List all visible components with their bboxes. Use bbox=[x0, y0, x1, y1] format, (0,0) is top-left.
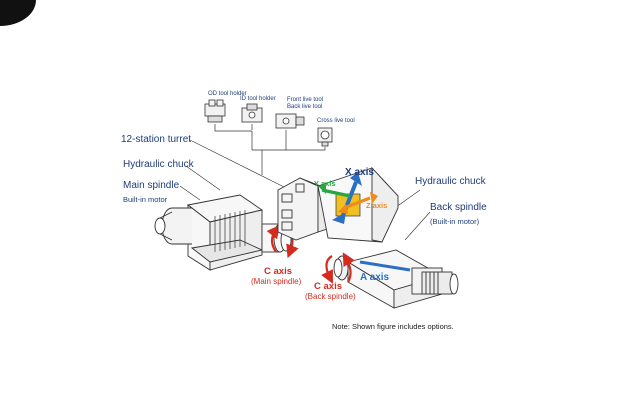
turret-label: 12-station turret bbox=[121, 134, 192, 145]
options-note: Note: Shown figure includes options. bbox=[332, 322, 454, 331]
main-builtin-motor-label: Built-in motor bbox=[123, 195, 168, 204]
c-axis-back-arrow bbox=[321, 252, 356, 284]
back-builtin-motor-label: (Built-in motor) bbox=[430, 217, 480, 226]
cross-live-tool-icon bbox=[317, 127, 333, 147]
main-spindle-label: Main spindle bbox=[123, 180, 180, 191]
main-hydraulic-chuck-label: Hydraulic chuck bbox=[123, 159, 194, 170]
back-spindle-motor bbox=[411, 267, 459, 295]
back-live-tool-label: Back live tool bbox=[287, 104, 323, 110]
main-spindle-body bbox=[186, 194, 264, 271]
c-axis-main-label: C axis bbox=[264, 266, 292, 277]
tool-connector-lines bbox=[214, 124, 326, 175]
front-live-tool-label: Front live tool bbox=[287, 97, 324, 103]
c-axis-back-sub-label: (Back spindle) bbox=[305, 292, 356, 301]
cross-live-tool-label: Cross live tool bbox=[317, 118, 355, 124]
y-axis-arrow bbox=[318, 184, 351, 198]
y-axis-label: Y axis bbox=[314, 179, 336, 188]
c-axis-main-sub-label: (Main spindle) bbox=[251, 277, 302, 286]
a-axis-arrow bbox=[359, 260, 411, 272]
a-axis-label: A axis bbox=[360, 272, 390, 283]
od-tool-holder-label: OD tool holder bbox=[208, 91, 247, 97]
od-tool-holder-icon bbox=[204, 99, 226, 123]
cooling-fins bbox=[214, 210, 246, 252]
back-spindle-label: Back spindle bbox=[430, 202, 487, 213]
id-tool-holder-icon bbox=[241, 103, 263, 123]
x-axis-label: X axis bbox=[345, 167, 374, 178]
front-live-tool-icon bbox=[275, 113, 305, 129]
z-axis-label: Z axis bbox=[366, 201, 388, 210]
back-hydraulic-chuck-label: Hydraulic chuck bbox=[415, 176, 486, 187]
main-spindle-motor bbox=[154, 207, 192, 245]
z-axis-arrow bbox=[338, 192, 378, 214]
id-tool-holder-label: ID tool holder bbox=[240, 96, 276, 102]
c-axis-back-label: C axis bbox=[314, 281, 342, 292]
